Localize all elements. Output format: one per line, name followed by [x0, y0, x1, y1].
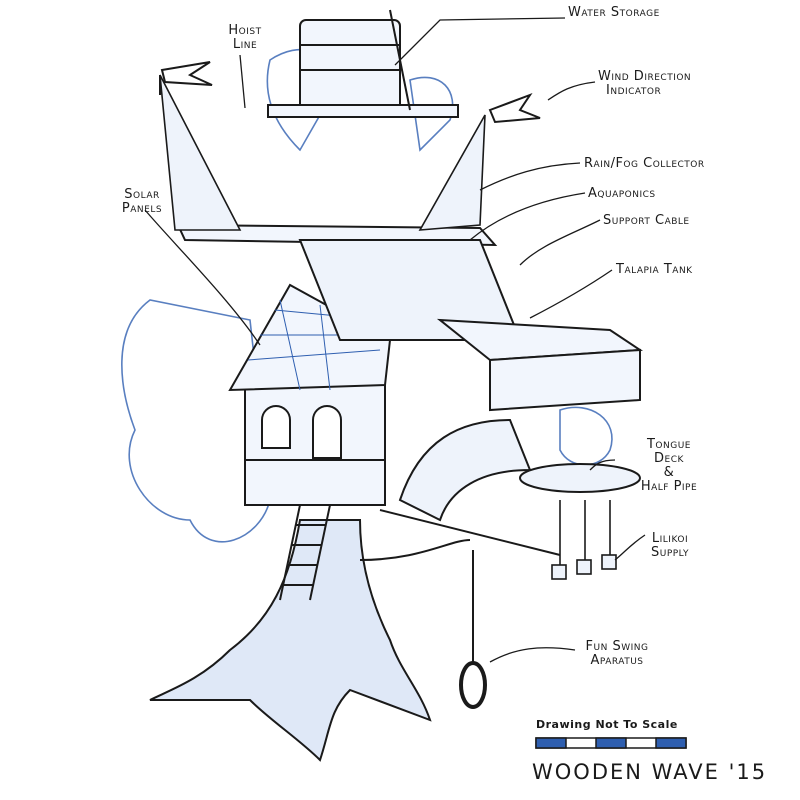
leader-lines	[144, 17, 646, 663]
water-tower	[267, 9, 459, 118]
label-swing-2: Aparatus	[590, 653, 644, 668]
label-water-storage: Water Storage	[568, 5, 660, 20]
wind-flags	[159, 61, 541, 124]
tree-trunk	[149, 519, 471, 762]
talapia-tank-deck	[436, 318, 644, 412]
label-swing-1: Fun Swing	[585, 639, 649, 654]
label-solar-1: Solar	[124, 187, 160, 202]
tire-swing	[459, 550, 487, 709]
label-wind-direction: Wind Direction Indicator	[598, 70, 691, 98]
label-tongue-4: Half Pipe	[640, 479, 698, 494]
label-rain-fog-collector: Rain/Fog Collector	[584, 156, 705, 171]
label-tongue-3: &	[663, 465, 675, 480]
label-support-cable: Support Cable	[603, 213, 690, 228]
label-talapia-tank: Talapia Tank	[616, 262, 693, 277]
label-hoist-line: Hoist Line	[222, 24, 268, 52]
label-tongue-deck-half-pipe: Tongue Deck & Half Pipe	[628, 438, 710, 494]
label-lilikoi-2: Supply	[650, 545, 689, 560]
label-tongue-2: Deck	[654, 451, 684, 466]
label-lilikoi-supply: Lilikoi Supply	[640, 532, 700, 560]
scale-bar	[535, 737, 687, 749]
ladder	[279, 504, 331, 601]
half-pipe	[379, 418, 641, 556]
artist-signature: WOODEN WAVE '15	[532, 760, 768, 784]
label-aquaponics: Aquaponics	[588, 186, 656, 201]
label-fun-swing: Fun Swing Aparatus	[572, 640, 662, 668]
label-hoist-line-1: Hoist	[228, 23, 262, 38]
main-house	[228, 283, 392, 506]
label-tongue-1: Tongue	[646, 437, 691, 452]
rain-collector-sails	[159, 74, 486, 231]
label-lilikoi-1: Lilikoi	[651, 531, 689, 546]
label-solar-2: Panels	[121, 201, 163, 216]
label-solar-panels: Solar Panels	[112, 188, 172, 216]
label-wind-1: Wind Direction	[598, 69, 692, 84]
scale-bar-title: Drawing Not To Scale	[536, 718, 678, 731]
lilikoi-baskets	[551, 500, 617, 580]
label-wind-2: Indicator	[606, 83, 662, 98]
label-hoist-line-2: Line	[232, 37, 258, 52]
